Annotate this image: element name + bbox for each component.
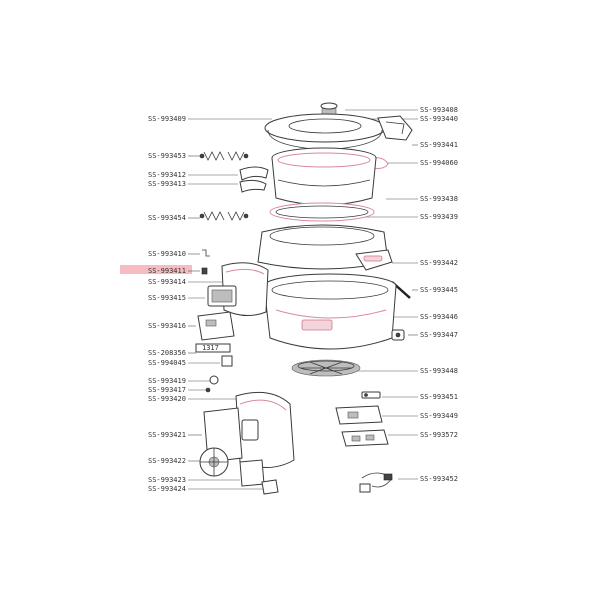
spring-lower bbox=[199, 211, 249, 221]
label-ss-993408: SS-993408 bbox=[420, 106, 458, 114]
right-labels: SS-993408 SS-993440 SS-993441 SS-994060 … bbox=[345, 106, 458, 483]
label-ss-994045: SS-994045 bbox=[148, 359, 186, 367]
label-ss-993453: SS-993453 bbox=[148, 152, 186, 160]
label-ss-993447: SS-993447 bbox=[420, 331, 458, 339]
label-ss-993414: SS-993414 bbox=[148, 278, 186, 286]
spring-upper bbox=[199, 151, 249, 161]
cover bbox=[239, 459, 265, 487]
control-board bbox=[341, 429, 389, 447]
label-ss-993442: SS-993442 bbox=[420, 259, 458, 267]
label-ss-993420: SS-993420 bbox=[148, 395, 186, 403]
label-ss-993449: SS-993449 bbox=[420, 412, 458, 420]
label-ss-993410: SS-993410 bbox=[148, 250, 186, 258]
base-plate bbox=[291, 359, 361, 377]
latch-arms bbox=[239, 166, 269, 193]
label-ss-993446: SS-993446 bbox=[420, 313, 458, 321]
label-ss-993452: SS-993452 bbox=[420, 475, 458, 483]
display-board bbox=[197, 311, 235, 341]
label-ss-993440: SS-993440 bbox=[420, 115, 458, 123]
label-ss-993445: SS-993445 bbox=[420, 286, 458, 294]
small-bracket bbox=[261, 479, 279, 495]
label-ss-208356: SS-208356 bbox=[148, 349, 186, 357]
small-board bbox=[221, 355, 233, 367]
main-housing bbox=[263, 273, 397, 350]
label-ss-993417: SS-993417 bbox=[148, 386, 186, 394]
label-ss-993409: SS-993409 bbox=[148, 115, 186, 123]
label-ss-993413: SS-993413 bbox=[148, 180, 186, 188]
label-ss-994060: SS-994060 bbox=[420, 159, 458, 167]
connector bbox=[391, 329, 405, 341]
label-ss-993422: SS-993422 bbox=[148, 457, 186, 465]
label-ss-993411: SS-993411 bbox=[148, 267, 186, 275]
label-ss-993421: SS-993421 bbox=[148, 431, 186, 439]
label-ss-993423: SS-993423 bbox=[148, 476, 186, 484]
sealing-ring bbox=[269, 202, 375, 222]
label-ss-993438: SS-993438 bbox=[420, 195, 458, 203]
top-frame bbox=[257, 224, 393, 271]
label-ss-993451: SS-993451 bbox=[420, 393, 458, 401]
lid-latch bbox=[377, 115, 413, 141]
label-ss-993424: SS-993424 bbox=[148, 485, 186, 493]
label-ss-993572: SS-993572 bbox=[420, 431, 458, 439]
knob-parts bbox=[205, 375, 219, 393]
control-panel-text: 1317 bbox=[202, 344, 219, 352]
power-board bbox=[335, 405, 383, 425]
label-ss-993448: SS-993448 bbox=[420, 367, 458, 375]
outer-lid bbox=[264, 113, 386, 151]
label-ss-993441: SS-993441 bbox=[420, 141, 458, 149]
clip-small bbox=[202, 249, 210, 257]
control-panel: 1317 bbox=[195, 343, 231, 353]
power-cord bbox=[359, 472, 393, 493]
label-ss-993416: SS-993416 bbox=[148, 322, 186, 330]
bracket bbox=[361, 391, 381, 399]
label-ss-993454: SS-993454 bbox=[148, 214, 186, 222]
display bbox=[207, 285, 237, 307]
label-ss-993415: SS-993415 bbox=[148, 294, 186, 302]
label-ss-993412: SS-993412 bbox=[148, 171, 186, 179]
fan bbox=[199, 447, 229, 477]
highlight-bar bbox=[120, 265, 192, 274]
cooking-pot bbox=[271, 147, 377, 206]
label-ss-993419: SS-993419 bbox=[148, 377, 186, 385]
label-ss-993439: SS-993439 bbox=[420, 213, 458, 221]
side-housing bbox=[235, 391, 295, 468]
highlighted-part bbox=[201, 267, 208, 275]
